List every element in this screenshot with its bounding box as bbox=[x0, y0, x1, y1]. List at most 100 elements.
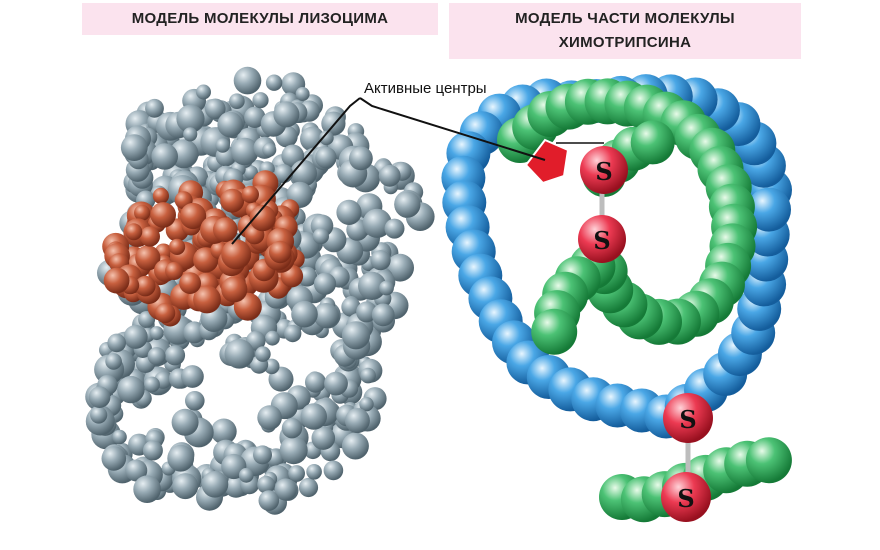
title-chymotrypsin: МОДЕЛЬ ЧАСТИ МОЛЕКУЛЫ ХИМОТРИПСИНА bbox=[449, 3, 801, 59]
atom-sphere bbox=[244, 106, 266, 128]
atom-sphere bbox=[88, 386, 111, 409]
atom-sphere bbox=[221, 276, 248, 303]
sulfur-atom: S bbox=[661, 472, 711, 522]
atom-sphere bbox=[370, 250, 391, 271]
atom-sphere bbox=[155, 302, 176, 324]
atom-sphere bbox=[265, 330, 280, 346]
atom-sphere bbox=[313, 272, 337, 295]
atom-sphere bbox=[215, 138, 230, 153]
atom-sphere bbox=[120, 134, 148, 162]
atom-sphere bbox=[384, 218, 405, 239]
atom-sphere bbox=[297, 266, 318, 287]
atom-sphere bbox=[180, 202, 207, 230]
atom-sphere bbox=[356, 301, 378, 323]
atom-sphere bbox=[305, 371, 326, 393]
atom-sphere bbox=[181, 365, 204, 388]
atom-sphere bbox=[229, 93, 245, 109]
atom-sphere bbox=[273, 101, 300, 128]
atom-sphere bbox=[359, 397, 374, 412]
atom-sphere bbox=[185, 391, 205, 411]
atom-sphere bbox=[125, 459, 148, 482]
atom-sphere bbox=[233, 66, 262, 95]
atom-sphere bbox=[323, 460, 344, 481]
atom-sphere bbox=[135, 245, 161, 271]
atom-sphere bbox=[394, 191, 421, 218]
lysozyme-active-site bbox=[102, 170, 305, 327]
atom-sphere bbox=[379, 280, 394, 296]
atom-sphere bbox=[103, 267, 130, 294]
atom-sphere bbox=[295, 87, 310, 101]
title-lysozyme: МОДЕЛЬ МОЛЕКУЛЫ ЛИЗОЦИМА bbox=[82, 3, 438, 35]
atom-sphere bbox=[135, 275, 156, 297]
atom-sphere bbox=[213, 217, 238, 242]
atom-sphere bbox=[341, 321, 371, 350]
atom-sphere bbox=[358, 271, 387, 300]
atom-sphere bbox=[371, 303, 395, 327]
atom-sphere bbox=[630, 120, 675, 165]
atom-sphere bbox=[139, 226, 160, 247]
atom-sphere bbox=[144, 376, 160, 393]
atom-sphere bbox=[142, 440, 163, 461]
atom-sphere bbox=[171, 408, 199, 436]
active-centers-label: Активные центры bbox=[364, 80, 487, 97]
atom-sphere bbox=[257, 405, 282, 430]
atom-sphere bbox=[172, 473, 199, 500]
atom-sphere bbox=[349, 146, 373, 171]
sulfur-atom: S bbox=[580, 146, 628, 194]
atom-sphere bbox=[134, 204, 151, 221]
atom-sphere bbox=[107, 333, 126, 353]
atom-sphere bbox=[243, 165, 258, 180]
sulfur-atom: S bbox=[663, 393, 713, 443]
atom-sphere bbox=[378, 164, 401, 187]
atom-sphere bbox=[210, 418, 237, 445]
chymotrypsin-active-site-icon bbox=[524, 138, 570, 185]
atom-sphere bbox=[306, 464, 322, 480]
atom-sphere bbox=[133, 475, 161, 504]
atom-sphere bbox=[257, 475, 275, 494]
chymotrypsin-green-chain bbox=[497, 78, 758, 355]
atom-sphere bbox=[90, 406, 108, 424]
atom-sphere bbox=[360, 367, 376, 384]
atom-sphere bbox=[201, 471, 229, 498]
atom-sphere bbox=[265, 74, 283, 91]
atom-sphere bbox=[169, 238, 186, 255]
atom-sphere bbox=[336, 199, 362, 225]
atom-sphere bbox=[196, 84, 211, 100]
atom-sphere bbox=[150, 202, 176, 228]
atom-sphere bbox=[231, 137, 259, 166]
atom-sphere bbox=[319, 130, 334, 146]
atom-sphere bbox=[313, 303, 339, 329]
atom-sphere bbox=[279, 436, 308, 465]
leader-line-lysozyme bbox=[231, 97, 361, 245]
title-lysozyme-text: МОДЕЛЬ МОЛЕКУЛЫ ЛИЗОЦИМА bbox=[131, 10, 389, 27]
title-chymotrypsin-line1: МОДЕЛЬ ЧАСТИ МОЛЕКУЛЫ bbox=[515, 10, 735, 27]
atom-sphere bbox=[112, 429, 127, 445]
atom-sphere bbox=[315, 146, 337, 169]
atom-sphere bbox=[386, 253, 414, 282]
atom-sphere bbox=[300, 403, 327, 430]
atom-sphere bbox=[269, 240, 292, 264]
atom-sphere bbox=[312, 228, 329, 245]
atom-sphere bbox=[341, 297, 361, 317]
atom-sphere bbox=[262, 142, 277, 157]
atom-sphere bbox=[274, 478, 297, 501]
atom-sphere bbox=[249, 205, 276, 232]
atom-sphere bbox=[284, 324, 302, 343]
sulfur-atom: S bbox=[578, 215, 626, 263]
atom-sphere bbox=[324, 371, 348, 396]
atom-sphere bbox=[281, 418, 303, 439]
atom-sphere bbox=[253, 445, 272, 465]
atom-sphere bbox=[167, 444, 195, 472]
atom-sphere bbox=[252, 92, 269, 109]
atom-sphere bbox=[258, 490, 280, 511]
atom-sphere bbox=[152, 187, 169, 204]
leader-line-chymotrypsin bbox=[359, 97, 546, 161]
svg-text:S: S bbox=[679, 405, 696, 434]
atom-sphere bbox=[165, 262, 184, 280]
atom-sphere bbox=[123, 324, 148, 349]
atom-sphere bbox=[117, 375, 145, 404]
atom-sphere bbox=[344, 408, 370, 434]
title-chymotrypsin-line2: ХИМОТРИПСИНА bbox=[558, 34, 692, 51]
atom-sphere bbox=[183, 127, 198, 142]
